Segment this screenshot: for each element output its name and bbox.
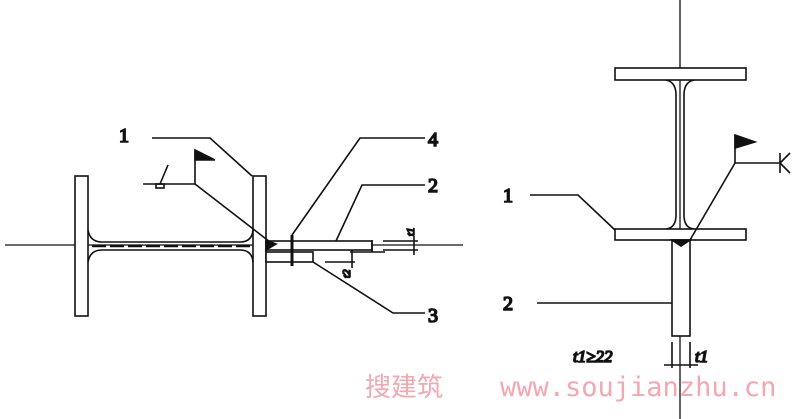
weld-slash [159,164,169,185]
watermark-url: www.soujianzhu.cn [500,372,776,403]
plate-2 [265,240,373,251]
top-flange [614,67,747,81]
left-column-flange [74,175,89,317]
right-view [530,0,791,419]
weld-arrow-line [689,162,736,241]
dim-t1: t1 [405,227,417,236]
watermark-chinese: 搜建筑 [365,373,443,403]
field-weld-flag-icon [194,148,216,161]
web-left [665,79,677,230]
left-view [5,137,463,317]
plate-2-right [671,239,691,337]
leader-2 [335,184,425,242]
dim-t1-right: t1 [695,347,708,366]
leader-1-right [530,194,616,231]
bottom-flange [614,228,747,241]
leader-4 [291,137,425,236]
leader-3 [312,261,425,314]
dim-t2: t2 [341,269,353,278]
label-4: 4 [428,129,438,151]
label-1: 1 [119,125,129,147]
dim-condition: t1≥22 [573,347,613,366]
weld-tail-k-icon [779,152,791,174]
label-1-right: 1 [503,185,513,207]
weld-arrow-line [194,183,271,243]
weld-backing-symbol [155,183,165,189]
plate-3 [265,251,314,263]
field-weld-flag-icon [734,133,758,150]
leader-1 [152,137,253,177]
web-right [683,79,695,230]
label-2: 2 [428,175,438,197]
weld-fill-right [669,239,693,247]
beam-web-top [87,229,254,243]
beam-web-bottom [87,249,254,263]
label-3: 3 [428,305,438,327]
weld-fill [265,238,278,252]
right-column-flange [252,175,267,317]
label-2-right: 2 [503,293,513,315]
